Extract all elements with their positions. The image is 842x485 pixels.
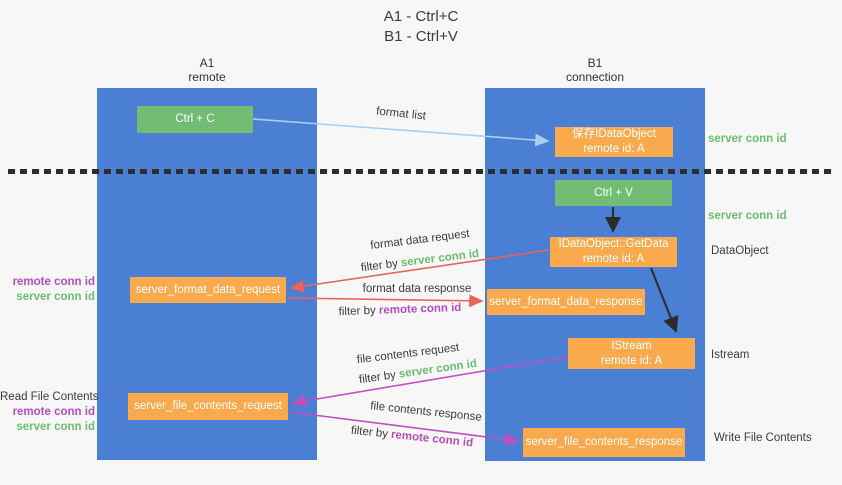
diagram-title: A1 - Ctrl+C B1 - Ctrl+V — [0, 7, 842, 48]
label-filter-by-server-conn-id-1: filter by server conn id — [360, 248, 479, 274]
label-istream-side: Istream — [711, 349, 750, 361]
server-conn-id-text: server conn id — [400, 247, 480, 270]
label-remote-conn-id-left-1: remote conn id — [12, 276, 95, 288]
column-a1-name: A1 — [199, 56, 215, 70]
label-format-list: format list — [375, 105, 427, 123]
label-filter-by-remote-conn-id-1: filter by remote conn id — [338, 302, 461, 318]
filter-by-text: filter by — [358, 368, 400, 387]
remote-conn-id-text: remote conn id — [378, 301, 462, 317]
node-save-idataobject-line1: 保存IDataObject — [572, 128, 656, 141]
node-server-file-contents-request-label: server_file_contents_request — [134, 400, 282, 413]
node-server-file-contents-response-label: server_file_contents_response — [525, 436, 683, 449]
filter-by-text: filter by — [360, 257, 402, 275]
node-getdata-line2: remote id: A — [582, 253, 645, 265]
label-format-data-response: format data response — [362, 283, 472, 295]
column-header-a1: A1 remote — [157, 56, 257, 85]
label-format-data-request: format data request — [369, 227, 471, 253]
node-idataobject-getdata: IDataObject::GetData remote id: A — [550, 237, 677, 267]
node-getdata-line1: IDataObject::GetData — [558, 238, 669, 251]
label-file-contents-response: file contents response — [369, 400, 483, 424]
node-save-idataobject: 保存IDataObject remote id: A — [555, 127, 673, 157]
title-line-a1: A1 - Ctrl+C — [383, 8, 459, 25]
node-server-format-data-response-label: server_format_data_response — [489, 295, 643, 308]
label-server-conn-id-top-right: server conn id — [708, 133, 787, 145]
node-save-idataobject-line2: remote id: A — [583, 143, 645, 155]
column-a1-subtitle: remote — [188, 70, 226, 85]
node-server-file-contents-request: server_file_contents_request — [128, 393, 288, 420]
server-conn-id-text: server conn id — [398, 357, 478, 381]
node-ctrl-c-label: Ctrl + C — [175, 113, 215, 126]
label-dataobject: DataObject — [711, 245, 769, 257]
column-header-b1: B1 connection — [545, 56, 645, 85]
node-ctrl-c: Ctrl + C — [137, 106, 253, 133]
remote-conn-id-text: remote conn id — [390, 428, 474, 450]
label-remote-conn-id-left-2: remote conn id — [12, 406, 95, 418]
title-line-b1: B1 - Ctrl+V — [384, 28, 458, 46]
label-server-conn-id-left-2: server conn id — [16, 421, 95, 433]
column-b1-name: B1 — [587, 56, 603, 70]
node-ctrl-v-label: Ctrl + V — [594, 186, 633, 199]
label-read-file-contents: Read File Contents — [0, 391, 99, 403]
node-ctrl-v: Ctrl + V — [555, 180, 672, 206]
dashed-divider — [8, 169, 836, 174]
format-data-response-arrow — [287, 294, 484, 308]
label-write-file-contents: Write File Contents — [714, 432, 812, 444]
label-server-conn-id-mid-right: server conn id — [708, 210, 787, 222]
label-server-conn-id-left-1: server conn id — [16, 291, 95, 303]
node-server-format-data-request: server_format_data_request — [130, 277, 286, 303]
node-server-format-data-response: server_format_data_response — [487, 289, 645, 315]
filter-by-text: filter by — [338, 304, 380, 319]
node-istream: IStream remote id: A — [568, 338, 695, 369]
node-istream-line1: IStream — [611, 339, 652, 352]
node-server-file-contents-response: server_file_contents_response — [523, 428, 685, 457]
node-istream-line2: remote id: A — [600, 354, 663, 367]
node-server-format-data-request-label: server_format_data_request — [135, 283, 281, 296]
label-filter-by-remote-conn-id-2: filter by remote conn id — [350, 425, 473, 450]
column-b1-subtitle: connection — [565, 70, 625, 85]
filter-by-text: filter by — [350, 424, 392, 441]
